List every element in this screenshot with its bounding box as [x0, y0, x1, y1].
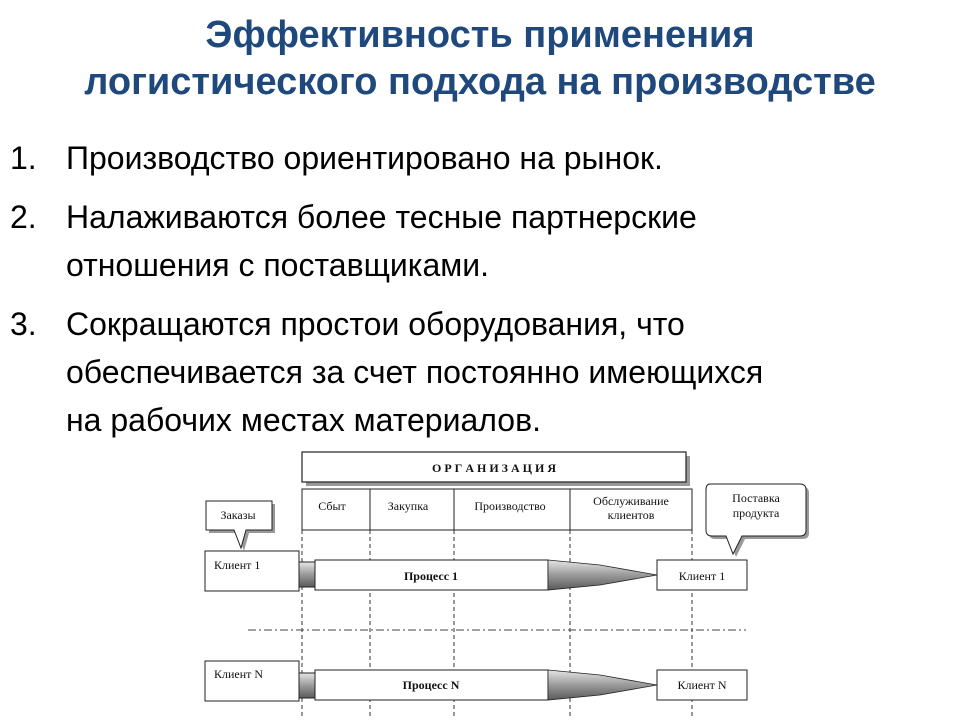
- item-text: отношения с поставщиками.: [66, 247, 490, 283]
- list-item: 3. Сокращаются простои оборудования, что…: [10, 300, 950, 444]
- title-line-1: Эффективность применения: [205, 14, 755, 56]
- client-out-box: [656, 559, 748, 591]
- item-text: обеспечивается за счет постоянно имеющих…: [66, 354, 764, 390]
- client-out-label: Клиент N: [677, 678, 726, 692]
- process-row-1: Клиент 1 Процесс 1 Клиент 1: [204, 550, 748, 592]
- column-production: Производство: [474, 499, 545, 513]
- orders-label: Заказы: [220, 508, 255, 522]
- orders-callout: Заказы: [205, 500, 275, 551]
- column-purchasing: Закупка: [388, 499, 429, 513]
- process-row-n: Клиент N Процесс N Клиент N: [204, 660, 748, 702]
- item-text: Налаживаются более тесные партнерские: [66, 199, 697, 235]
- connector-block: [298, 561, 316, 588]
- client-in-box: [204, 550, 300, 592]
- process-arrow: [547, 669, 658, 701]
- item-number: 3.: [10, 306, 37, 342]
- item-text: на рабочих местах материалов.: [66, 402, 541, 438]
- process-arrow: [547, 559, 658, 591]
- process-label: Процесс 1: [404, 569, 458, 583]
- process-label: Процесс N: [403, 678, 460, 692]
- item-text: Производство ориентировано на рынок.: [66, 140, 663, 176]
- client-out-label: Клиент 1: [679, 569, 725, 583]
- list-item: 2. Налаживаются более тесные партнерские…: [10, 193, 950, 289]
- client-in-label: Клиент N: [214, 667, 263, 681]
- client-in-label: Клиент 1: [214, 558, 260, 572]
- org-header-box: [301, 451, 687, 483]
- column-guides: [301, 530, 693, 718]
- item-number: 2.: [10, 199, 37, 235]
- connector-block: [298, 672, 316, 699]
- client-in-box: [204, 660, 300, 702]
- title-line-2: логистического подхода на производстве: [84, 61, 876, 103]
- list-item: 1. Производство ориентировано на рынок.: [10, 134, 950, 182]
- process-box: [314, 559, 549, 591]
- column-sales: Сбыт: [318, 499, 346, 513]
- columns-box: [301, 488, 693, 531]
- client-out-box: [656, 669, 748, 701]
- org-header-label: О Р Г А Н И З А Ц И Я: [432, 461, 556, 475]
- slide-title: Эффективность применения логистического …: [0, 12, 960, 106]
- benefits-list: 1. Производство ориентировано на рынок. …: [10, 134, 950, 455]
- process-box: [314, 669, 549, 701]
- org-header-shadow: [306, 456, 690, 486]
- item-number: 1.: [10, 140, 37, 176]
- item-text: Сокращаются простои оборудования, что: [66, 306, 685, 342]
